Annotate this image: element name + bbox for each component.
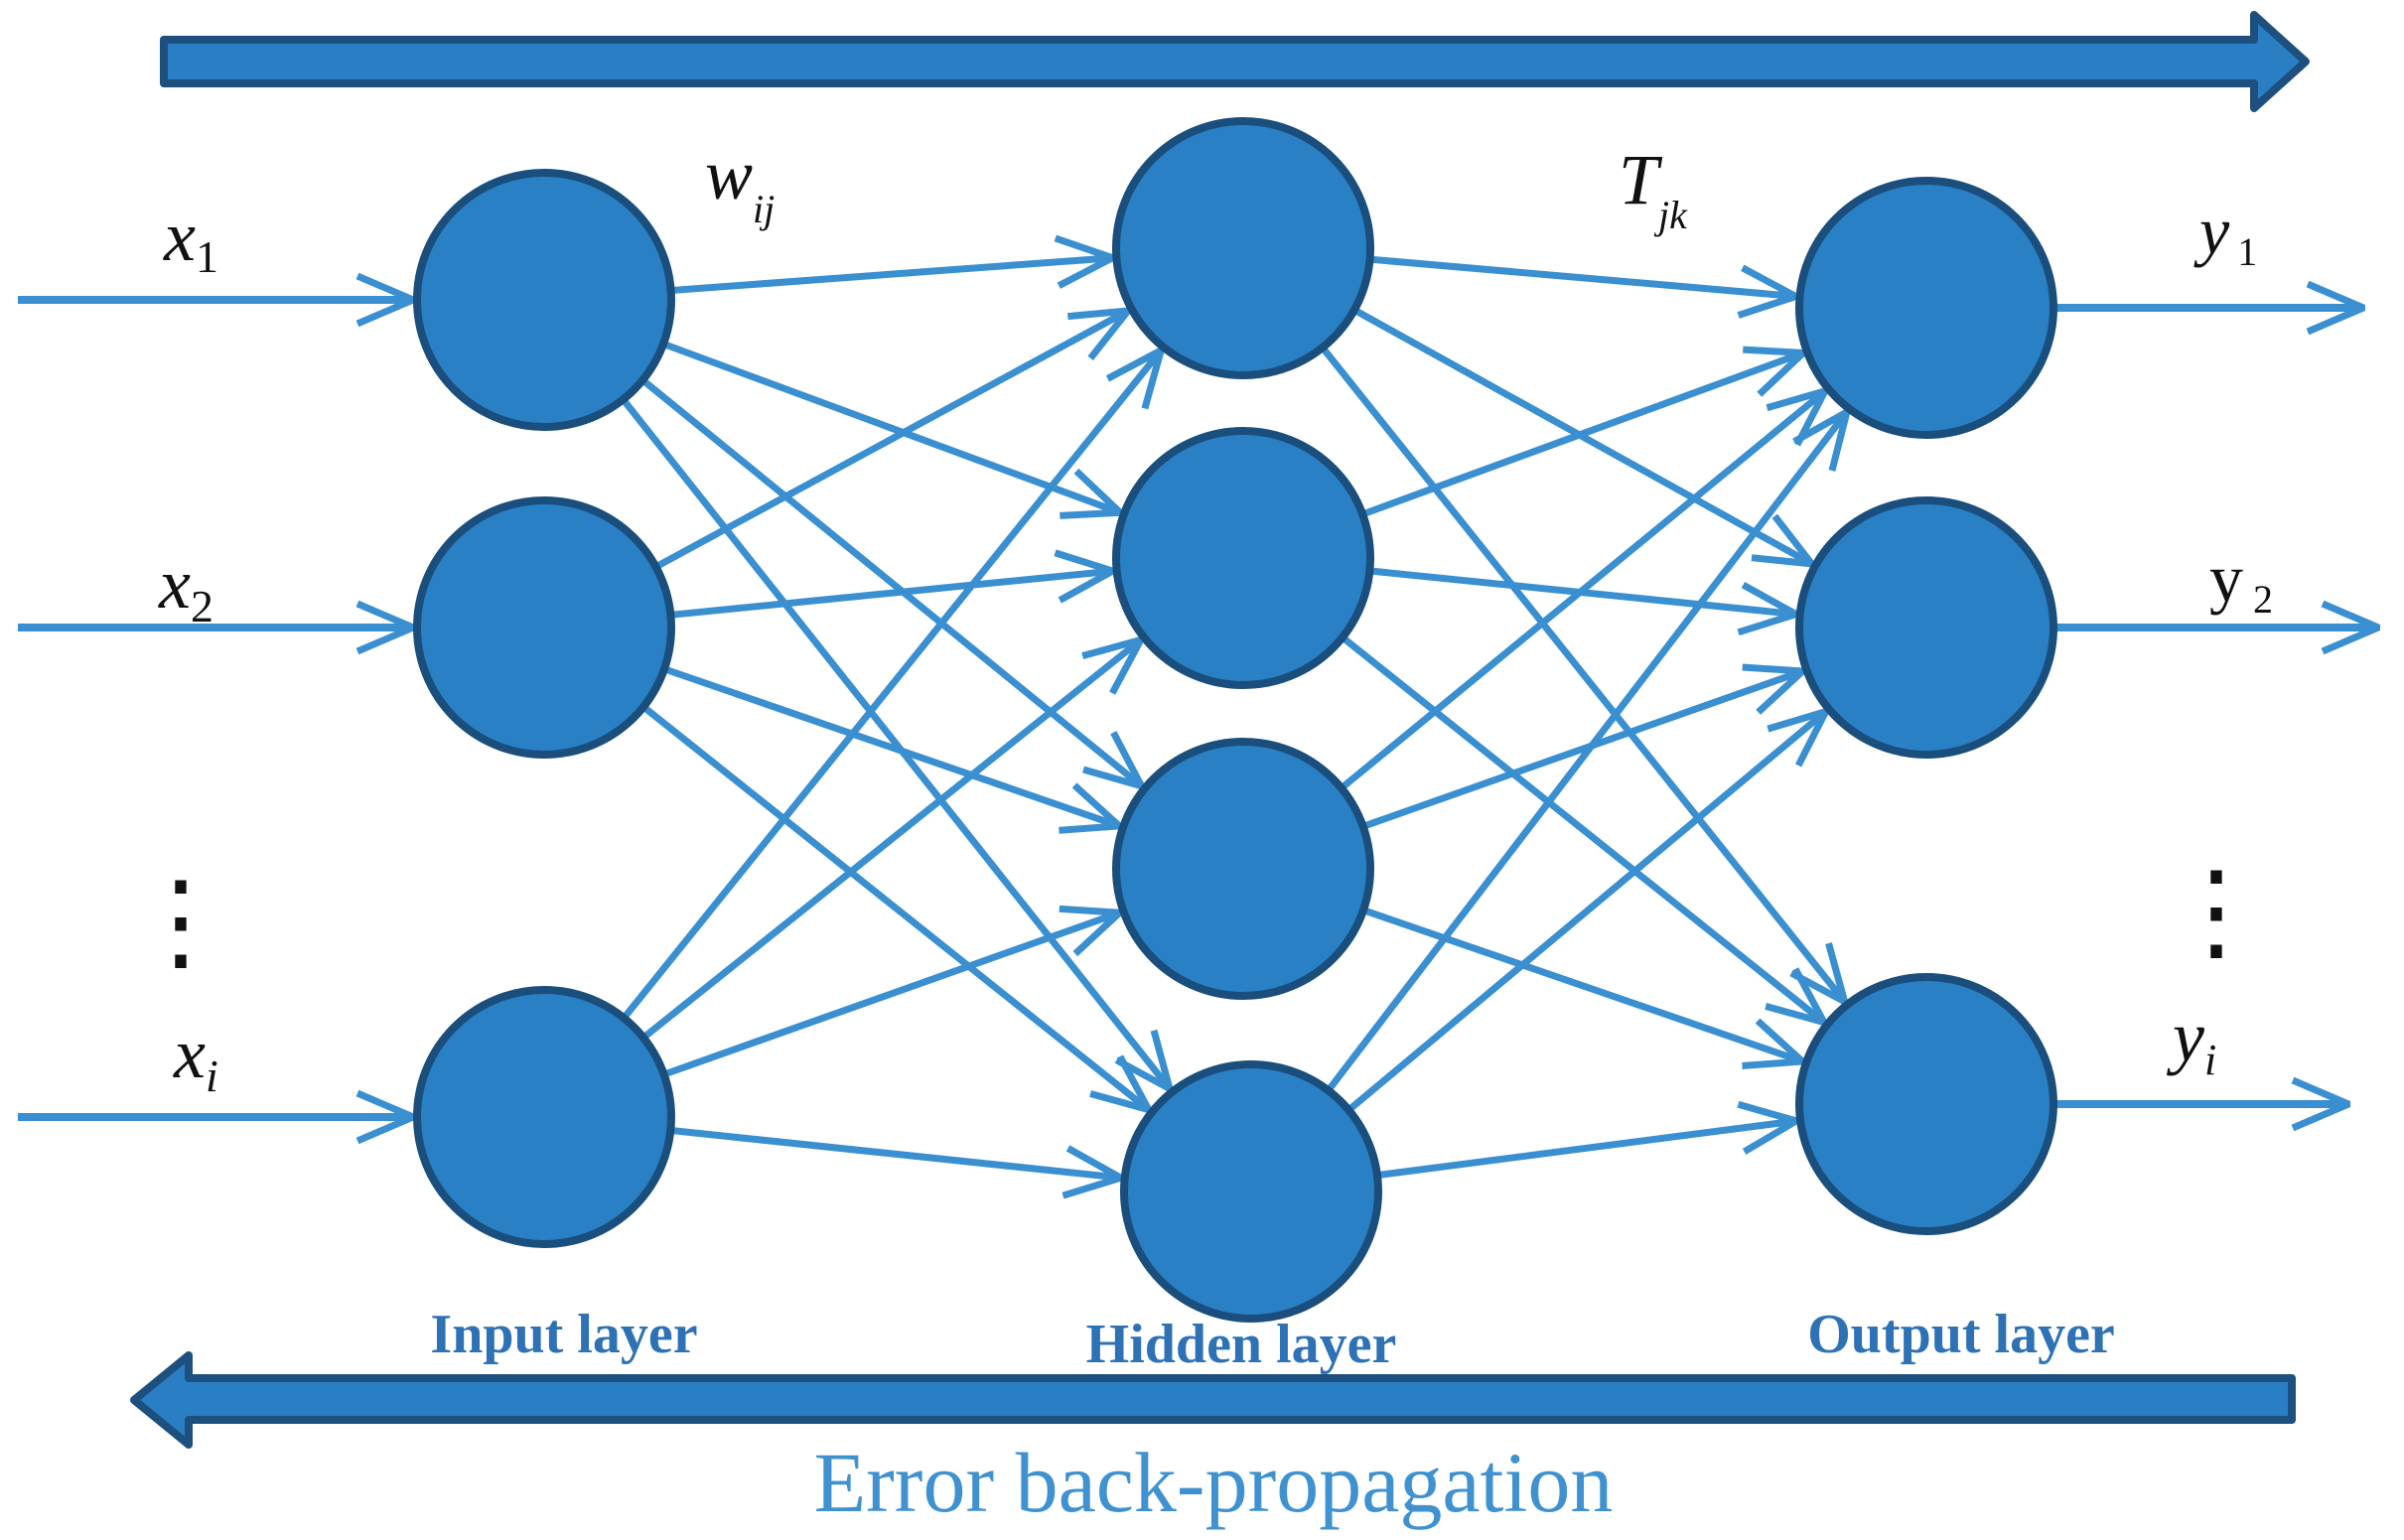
hidden-node-2 xyxy=(1112,427,1374,689)
input-label-x1: x1 xyxy=(163,197,218,282)
hidden-output-connection xyxy=(1339,712,1826,1120)
input-ellipsis: ⋮ xyxy=(126,861,235,982)
input-hidden-connection xyxy=(653,662,1120,826)
input-hidden-connection xyxy=(634,697,1149,1110)
hidden-output-connection xyxy=(1352,904,1803,1061)
output-node-i xyxy=(1795,973,2057,1235)
back-propagation-arrow xyxy=(130,1351,2296,1449)
hidden-node-1 xyxy=(1112,117,1374,379)
output-label-yi: yi xyxy=(2166,997,2216,1084)
input-hidden-connection xyxy=(660,1125,1120,1178)
hidden-output-connection xyxy=(1313,338,1845,1002)
input-hidden-connection xyxy=(645,311,1128,575)
input-hidden-connection xyxy=(633,370,1142,786)
input-node-i xyxy=(413,986,675,1248)
input-hidden-connection xyxy=(615,350,1161,1029)
output-node-2 xyxy=(1795,496,2057,759)
input-layer-label: Input layer xyxy=(430,1304,697,1365)
hidden-output-connection xyxy=(1319,412,1847,1101)
output-node-1 xyxy=(1795,177,2057,439)
input-hidden-connection xyxy=(653,912,1119,1081)
input-hidden-connection xyxy=(660,258,1113,295)
hidden-node-4 xyxy=(1120,1060,1382,1323)
hidden-output-connection xyxy=(1331,391,1825,797)
hidden-output-connection xyxy=(1359,254,1796,296)
hidden-layer-nodes xyxy=(1112,117,1382,1323)
weight-label-tjk: Tjk xyxy=(1619,140,1688,237)
input-arrows xyxy=(18,300,413,1117)
input-hidden-connection xyxy=(652,337,1120,512)
hidden-output-connection xyxy=(1352,671,1802,834)
output-ellipsis: ⋮ xyxy=(2162,851,2271,972)
forward-propagation-arrow xyxy=(160,11,2310,112)
input-layer-nodes xyxy=(413,169,675,1248)
error-back-propagation-caption: Error back-propagation xyxy=(814,1435,1614,1530)
hidden-output-connection xyxy=(1366,1121,1796,1181)
output-layer-nodes xyxy=(1795,177,2057,1235)
input-node-2 xyxy=(413,496,675,759)
input-label-x2: x2 xyxy=(158,544,213,631)
input-hidden-connection xyxy=(614,389,1170,1089)
input-label-xi: xi xyxy=(173,1014,218,1101)
hidden-output-connection xyxy=(1333,628,1824,1023)
input-hidden-connection xyxy=(634,639,1141,1048)
hidden-layer-label: Hidden layer xyxy=(1086,1314,1397,1375)
output-layer-label: Output layer xyxy=(1807,1304,2115,1365)
output-arrows xyxy=(2053,308,2378,1104)
hidden-output-connection xyxy=(1351,352,1803,521)
weight-connections xyxy=(614,254,1847,1181)
hidden-node-3 xyxy=(1112,738,1374,1000)
weight-label-wij: wij xyxy=(705,135,775,231)
input-node-1 xyxy=(413,169,675,431)
input-hidden-connection xyxy=(660,571,1112,620)
